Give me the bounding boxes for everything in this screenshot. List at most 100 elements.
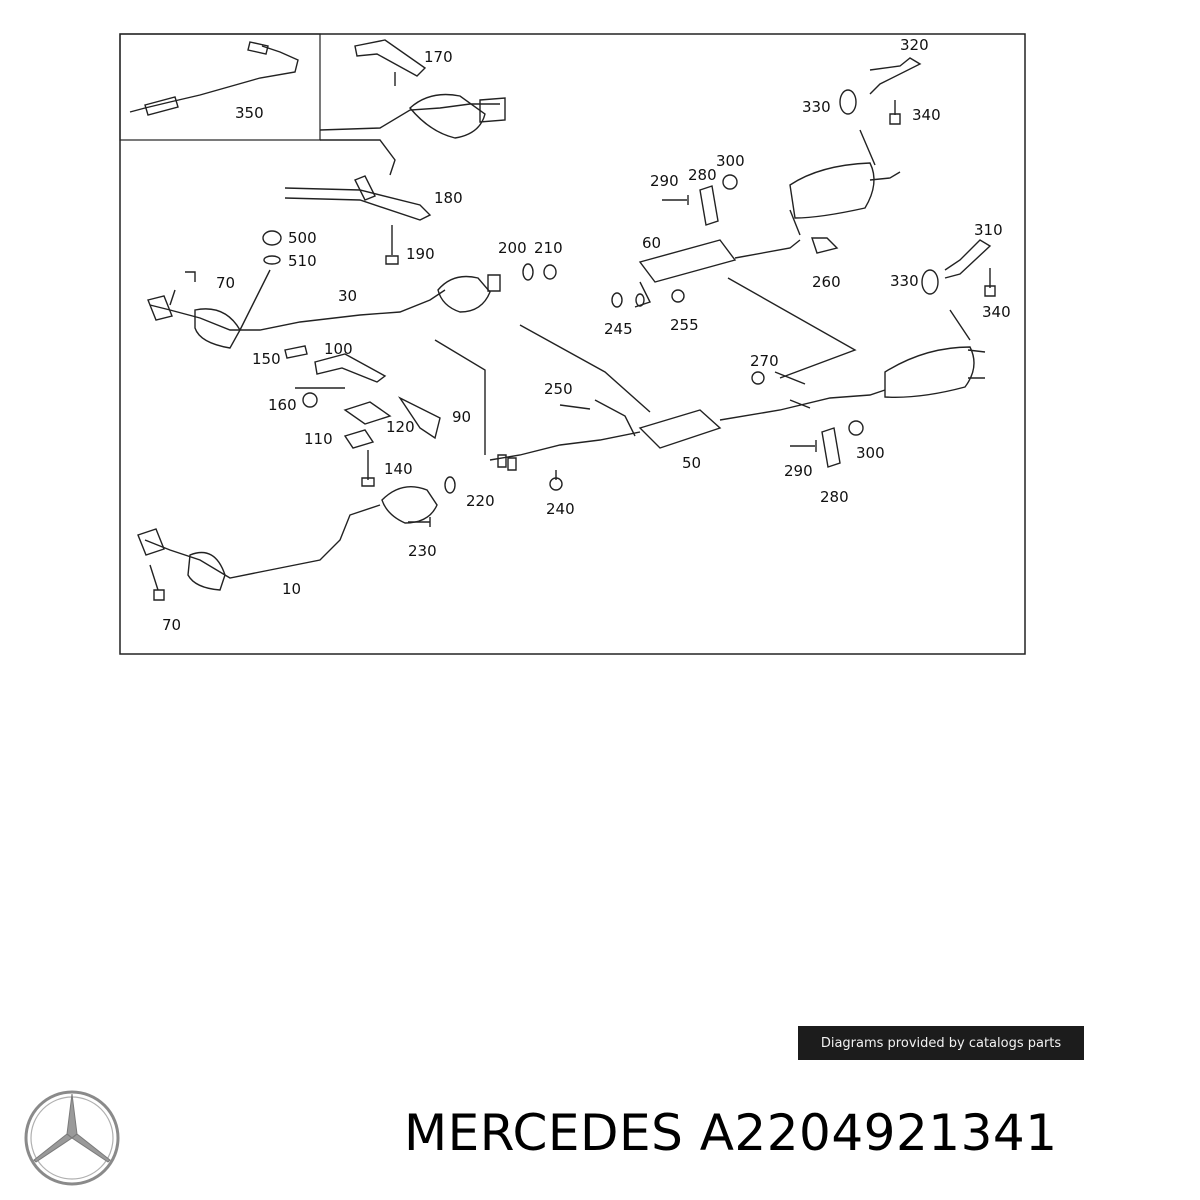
callout-190: 190 [406, 245, 435, 263]
gasket-245 [611, 292, 623, 308]
leader-70a [169, 289, 176, 306]
callout-340-lower: 340 [982, 303, 1011, 321]
mercedes-star-logo-icon [22, 1088, 122, 1188]
callout-110: 110 [304, 430, 333, 448]
bracket-90 [397, 396, 441, 440]
rear-pipe-50 [719, 389, 886, 421]
callout-200: 200 [498, 239, 527, 257]
credit-badge: Diagrams provided by catalogs parts [798, 1026, 1084, 1060]
catalyst-30 [437, 275, 491, 313]
upper-pipe-a [319, 103, 500, 131]
callout-350: 350 [235, 104, 264, 122]
callout-310: 310 [974, 221, 1003, 239]
callout-180: 180 [434, 189, 463, 207]
arrow-320 [859, 129, 876, 166]
callout-280-lower: 280 [820, 488, 849, 506]
callout-70-upper: 70 [216, 274, 235, 292]
bracket-170 [354, 39, 427, 77]
nut-255 [671, 289, 685, 303]
callout-170: 170 [424, 48, 453, 66]
catalyst-30-flange [487, 274, 501, 292]
callout-60: 60 [642, 234, 661, 252]
callout-120: 120 [386, 418, 415, 436]
nut-270 [751, 371, 765, 385]
bolt-290b [790, 440, 817, 452]
nut-300a [722, 174, 738, 190]
callout-30: 30 [338, 287, 357, 305]
plug-500 [262, 230, 282, 246]
callout-150: 150 [252, 350, 281, 368]
callout-10: 10 [282, 580, 301, 598]
gasket-200 [522, 263, 534, 281]
manifold-flange-30 [147, 295, 173, 321]
manifold-catalyst-10 [187, 551, 226, 591]
callout-290-lower: 290 [784, 462, 813, 480]
bolt-340a [889, 100, 901, 125]
front-pipe-30 [149, 289, 446, 331]
upper-catalyst [409, 93, 486, 139]
callout-160: 160 [268, 396, 297, 414]
callout-270: 270 [750, 352, 779, 370]
credit-text: Diagrams provided by catalogs parts [820, 1035, 1062, 1051]
hanger-320 [869, 57, 922, 95]
arrow-310 [949, 309, 971, 341]
silencer-60 [638, 239, 737, 283]
connector-line-b [519, 324, 651, 413]
callout-240: 240 [546, 500, 575, 518]
bolt-70b [149, 564, 165, 601]
nut-210 [543, 264, 557, 280]
rubber-mount-330a [839, 89, 857, 115]
rubber-mount-330b [921, 269, 939, 295]
nut-300b [848, 420, 864, 436]
diagram-frame [119, 33, 1026, 655]
rear-silencer-bottom [884, 346, 975, 398]
connector-line-c [727, 277, 857, 379]
callout-245: 245 [604, 320, 633, 338]
manifold-flange-10 [137, 528, 165, 556]
callout-260: 260 [812, 273, 841, 291]
callout-280-upper: 280 [688, 166, 717, 184]
bolt-140 [361, 450, 375, 487]
callout-300-upper: 300 [716, 152, 745, 170]
callout-90: 90 [452, 408, 471, 426]
clamp-110 [343, 429, 375, 449]
hanger-280b [821, 427, 841, 468]
exhaust-system-diagram: 10 30 50 60 70 70 90 100 110 120 140 150… [119, 33, 1026, 655]
bolt-340b [984, 268, 996, 297]
hanger-280a [699, 185, 719, 226]
gasket-245b [635, 293, 645, 307]
parts-diagram: 10 30 50 60 70 70 90 100 110 120 140 150… [118, 32, 1084, 1062]
bracket-180-tab [354, 175, 376, 201]
callout-330-upper: 330 [802, 98, 831, 116]
clamp-flanges-50 [497, 454, 517, 471]
mid-pipe-50 [489, 431, 641, 461]
bracket-100 [314, 353, 387, 383]
callout-255: 255 [670, 316, 699, 334]
upper-flange [479, 97, 506, 123]
logo-graphic [24, 1090, 120, 1186]
bracket-120 [343, 401, 392, 425]
oxygen-sensor-body [144, 96, 179, 116]
front-pipe-10 [144, 504, 381, 579]
gasket-220 [444, 476, 456, 494]
callout-50: 50 [682, 454, 701, 472]
rear-silencer-top [789, 162, 875, 219]
catalyst-10 [381, 486, 438, 524]
oxygen-sensor-wire [129, 45, 299, 113]
hanger-310 [944, 239, 992, 279]
callout-500: 500 [288, 229, 317, 247]
nut-240 [549, 477, 563, 491]
seal-510 [263, 255, 281, 265]
inset-frame [119, 33, 321, 141]
nut-160 [302, 392, 318, 408]
bolt-290a [662, 195, 689, 205]
callout-140: 140 [384, 460, 413, 478]
callout-230: 230 [408, 542, 437, 560]
leader-510 [239, 269, 271, 331]
callout-300-lower: 300 [856, 444, 885, 462]
bolt-190 [385, 225, 399, 265]
bolt-230 [408, 517, 431, 527]
callout-220: 220 [466, 492, 495, 510]
callout-100: 100 [324, 340, 353, 358]
bolt-250 [559, 404, 591, 410]
